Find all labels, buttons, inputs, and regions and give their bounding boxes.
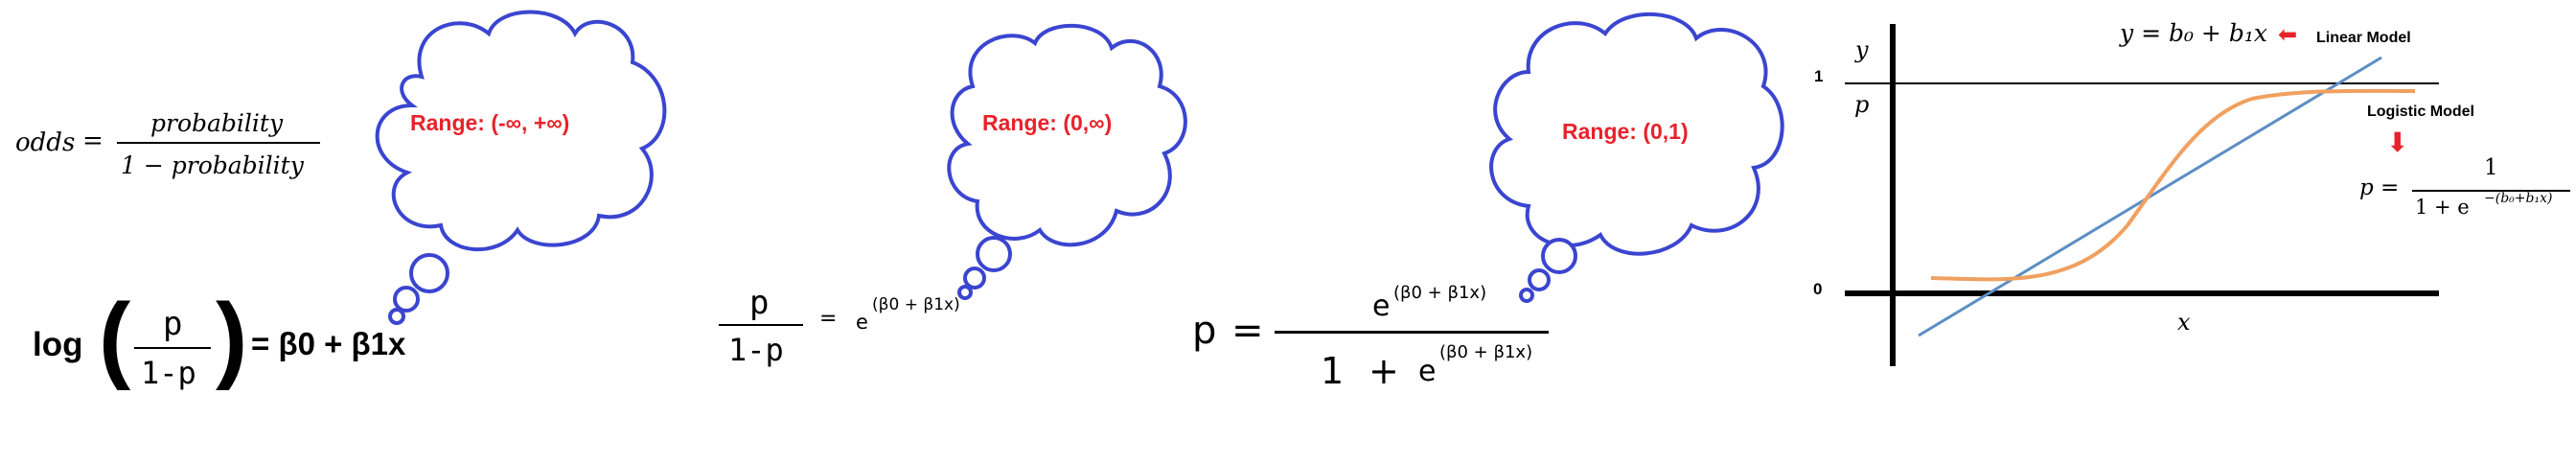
graph-p-label: p	[1854, 91, 1870, 118]
cloud-3-range-text: Range: (0,1)	[1562, 119, 1689, 144]
logit-log: log	[33, 326, 83, 363]
sigmoid-num-exponent: (β0 + β1x)	[1393, 283, 1487, 303]
thought-cloud-2	[947, 23, 1187, 300]
thought-cloud-3	[1489, 12, 1784, 303]
logistic-model-label: Logistic Model	[2367, 104, 2474, 120]
model-graph	[1845, 24, 2439, 366]
logistic-denominator: 1 + e	[2415, 196, 2470, 219]
cloud-2-range-text: Range: (0,∞)	[982, 110, 1113, 135]
logit-fraction-bar	[134, 347, 211, 349]
ratio-numerator: p	[749, 284, 770, 322]
cloud-1-range-text: Range: (-∞, +∞)	[410, 110, 570, 135]
sigmoid-fraction-bar	[1275, 331, 1549, 334]
odds-numerator: probability	[150, 109, 284, 137]
odds-label: odds	[15, 128, 76, 157]
odds-fraction-bar	[117, 142, 320, 144]
logit-denominator: 1-p	[141, 355, 196, 391]
ratio-equals: =	[819, 307, 838, 331]
ratio-denominator: 1-p	[728, 332, 784, 368]
graph-x-label: x	[2177, 309, 2191, 336]
linear-equation: y = b₀ + b₁x	[2120, 19, 2267, 47]
sigmoid-den-one: 1	[1321, 350, 1345, 392]
logistic-numerator: 1	[2484, 155, 2498, 180]
sigmoid-den-plus: +	[1368, 350, 1399, 392]
graph-y-label: y	[1855, 36, 1869, 63]
logit-rhs: = β0 + β1x	[251, 326, 406, 361]
sigmoid-lhs: p	[1192, 309, 1217, 353]
logit-right-paren: )	[216, 284, 248, 391]
logit-numerator: p	[163, 305, 183, 343]
ratio-fraction-bar	[719, 324, 803, 326]
odds-equals: =	[82, 127, 104, 155]
logistic-fraction-bar	[2412, 190, 2570, 192]
ratio-exponent: (β0 + β1x)	[872, 295, 960, 314]
thought-cloud-1	[375, 10, 667, 325]
logistic-arrow-icon: ⬇	[2386, 127, 2409, 158]
logistic-lhs: p =	[2359, 175, 2400, 200]
linear-model-label: Linear Model	[2316, 30, 2411, 46]
graph-tick-one: 1	[1814, 67, 1824, 85]
graph-tick-zero: 0	[1813, 280, 1823, 298]
logistic-model-curve	[1930, 88, 2416, 282]
sigmoid-equals: =	[1231, 309, 1264, 353]
logistic-exponent: −(b₀+b₁x)	[2484, 191, 2553, 206]
linear-arrow-icon: ⬅	[2278, 21, 2298, 48]
sigmoid-num-base: e	[1372, 290, 1391, 323]
logit-left-paren: (	[99, 284, 131, 391]
odds-denominator: 1 − probability	[121, 151, 304, 179]
sigmoid-den-base: e	[1418, 355, 1437, 388]
sigmoid-den-exponent: (β0 + β1x)	[1439, 342, 1533, 362]
ratio-base: e	[856, 311, 868, 334]
